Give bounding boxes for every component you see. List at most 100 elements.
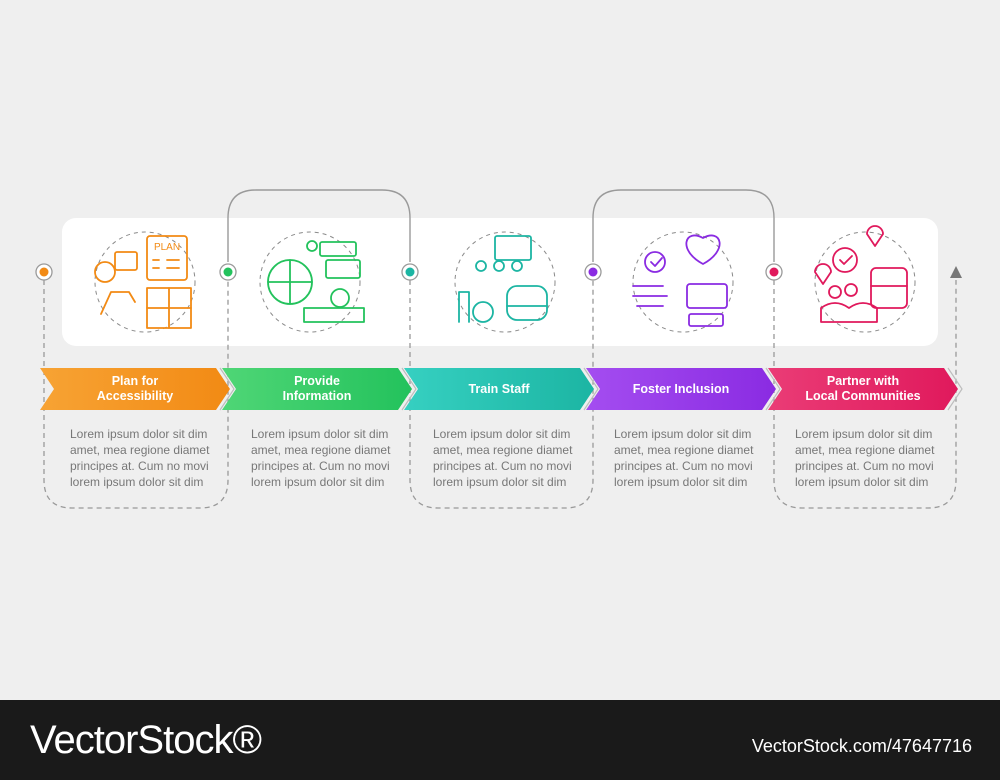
desc-line: lorem ipsum dolor sit dim bbox=[795, 475, 929, 489]
desc-line: principes at. Cum no movi bbox=[614, 459, 753, 473]
foster-inclusion-icon-frame bbox=[632, 231, 734, 333]
step-3-dot-center bbox=[405, 267, 415, 277]
step-1-description: Lorem ipsum dolor sit dim amet, mea regi… bbox=[70, 426, 220, 490]
end-arrow bbox=[950, 266, 962, 278]
step-5-banner-edge bbox=[947, 367, 963, 411]
seats-icon bbox=[686, 283, 728, 309]
step-1-banner bbox=[40, 368, 230, 410]
eye-icon bbox=[94, 261, 116, 283]
desc-line: principes at. Cum no movi bbox=[70, 459, 209, 473]
person-1-icon bbox=[828, 285, 842, 299]
brand-logo: VectorStock® bbox=[30, 718, 262, 762]
step-3-banner-edge bbox=[583, 367, 599, 411]
desc-line: amet, mea regione diamet bbox=[614, 443, 754, 457]
desc-line: Lorem ipsum dolor sit dim bbox=[433, 427, 571, 441]
connector-1-2 bbox=[43, 280, 229, 509]
train-icon bbox=[506, 285, 548, 321]
staff-person-icon bbox=[458, 291, 470, 323]
step-3-description: Lorem ipsum dolor sit dim amet, mea regi… bbox=[433, 426, 583, 490]
desc-line: lorem ipsum dolor sit dim bbox=[70, 475, 204, 489]
step-2-banner bbox=[222, 368, 412, 410]
step-2-description: Lorem ipsum dolor sit dim amet, mea regi… bbox=[251, 426, 401, 490]
trainee-2-icon bbox=[493, 260, 505, 272]
step-5-banner bbox=[768, 368, 958, 410]
desc-line: lorem ipsum dolor sit dim bbox=[433, 475, 567, 489]
desc-line: amet, mea regione diamet bbox=[251, 443, 391, 457]
loop-2-3 bbox=[227, 189, 411, 262]
hand-icon bbox=[100, 291, 136, 315]
desc-line: principes at. Cum no movi bbox=[795, 459, 934, 473]
desc-line: Lorem ipsum dolor sit dim bbox=[251, 427, 389, 441]
step-3-title-text: Train Staff bbox=[468, 381, 530, 396]
bullet-icon bbox=[306, 240, 318, 252]
step-4-title-text: Foster Inclusion bbox=[632, 381, 730, 396]
desc-line: principes at. Cum no movi bbox=[433, 459, 572, 473]
base-icon bbox=[303, 307, 365, 323]
step-2-dot-center bbox=[223, 267, 233, 277]
loop-4-5 bbox=[592, 189, 775, 262]
trainee-1-icon bbox=[475, 260, 487, 272]
trainee-3-icon bbox=[511, 260, 523, 272]
wheelchair-sign-icon bbox=[114, 251, 138, 271]
person-2-icon bbox=[844, 283, 858, 297]
bus-icon bbox=[870, 267, 908, 309]
desc-line: lorem ipsum dolor sit dim bbox=[614, 475, 748, 489]
wheelchair-icon bbox=[472, 301, 494, 323]
desc-line: principes at. Cum no movi bbox=[251, 459, 390, 473]
gear-icon bbox=[330, 288, 350, 308]
ticket-icon bbox=[688, 313, 724, 327]
plan-board-icon bbox=[146, 235, 188, 281]
message-box-icon bbox=[319, 241, 357, 257]
step-4-dot-center bbox=[588, 267, 598, 277]
community-icon bbox=[820, 302, 878, 323]
map-grid-icon bbox=[146, 287, 192, 329]
location-pin-top-icon bbox=[866, 225, 884, 247]
image-id: VectorStock.com/47647716 bbox=[751, 736, 972, 756]
location-pin-icon bbox=[814, 263, 832, 285]
heart-icon bbox=[685, 234, 721, 265]
step-3-title: Train Staff bbox=[404, 368, 584, 410]
check-bubble-icon bbox=[644, 251, 666, 273]
globe-lines-icon bbox=[267, 259, 313, 305]
provide-information-icon-frame bbox=[259, 231, 361, 333]
presentation-board-icon bbox=[494, 235, 532, 261]
desc-line: amet, mea regione diamet bbox=[70, 443, 210, 457]
icon-card-right bbox=[412, 218, 938, 346]
step-5-dot-center bbox=[769, 267, 779, 277]
handshake-icon bbox=[632, 285, 668, 307]
desc-line: Lorem ipsum dolor sit dim bbox=[70, 427, 208, 441]
timeline-connectors: PLAN bbox=[35, 189, 963, 509]
step-4-description: Lorem ipsum dolor sit dim amet, mea regi… bbox=[614, 426, 764, 490]
desc-line: amet, mea regione diamet bbox=[433, 443, 573, 457]
plan-label-icon: PLAN bbox=[154, 242, 180, 253]
screen-icon bbox=[325, 259, 361, 279]
connector-3-4 bbox=[409, 280, 594, 509]
step-2-banner-edge bbox=[401, 367, 417, 411]
partner-communities-icon-frame bbox=[814, 231, 916, 333]
pin-check-mark-icon bbox=[839, 255, 853, 265]
connector-5-end bbox=[773, 280, 957, 509]
desc-line: Lorem ipsum dolor sit dim bbox=[795, 427, 933, 441]
desc-line: amet, mea regione diamet bbox=[795, 443, 935, 457]
step-5-description: Lorem ipsum dolor sit dim amet, mea regi… bbox=[795, 426, 945, 490]
step-1-dot-center bbox=[39, 267, 49, 277]
desc-line: lorem ipsum dolor sit dim bbox=[251, 475, 385, 489]
train-staff-icon-frame bbox=[454, 231, 556, 333]
plan-accessibility-icon-frame bbox=[94, 231, 196, 333]
step-4-title: Foster Inclusion bbox=[586, 368, 766, 410]
icon-card-left bbox=[62, 218, 422, 346]
step-1-banner-edge bbox=[219, 367, 235, 411]
checklist-icon bbox=[152, 259, 180, 269]
step-3-banner bbox=[404, 368, 594, 410]
pin-check-icon bbox=[832, 247, 858, 273]
desc-line: Lorem ipsum dolor sit dim bbox=[614, 427, 752, 441]
step-4-banner bbox=[586, 368, 776, 410]
footer-bar: VectorStock® VectorStock.com/47647716 bbox=[0, 700, 1000, 780]
